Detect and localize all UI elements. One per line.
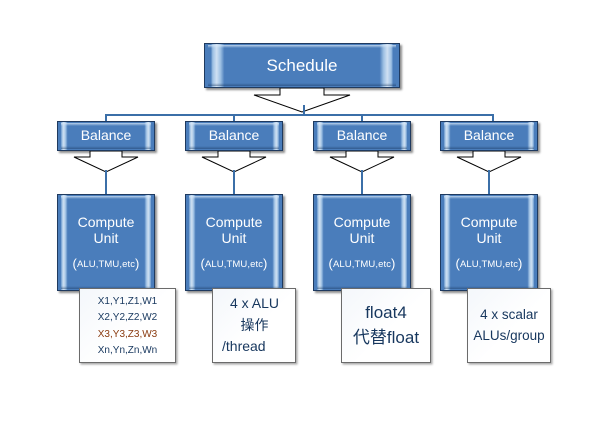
node-balance-0[interactable]: Balance bbox=[57, 121, 155, 151]
paren-close: ) bbox=[518, 256, 523, 272]
node-schedule[interactable]: Schedule bbox=[204, 43, 400, 88]
arrow-balance-down-2 bbox=[328, 151, 396, 173]
callout-note-3-line2: ALUs/group bbox=[473, 327, 545, 343]
node-compute-unit-1[interactable]: Compute Unit (ALU,TMU,etc) bbox=[185, 194, 283, 291]
connector-cu-stem-3 bbox=[488, 170, 490, 195]
node-compute-unit-3[interactable]: Compute Unit (ALU,TMU,etc) bbox=[440, 194, 538, 291]
node-compute-unit-3-sub-text: ALU,TMU,etc bbox=[459, 259, 519, 271]
node-compute-unit-3-line2: Unit bbox=[476, 229, 502, 246]
paren-open: ( bbox=[455, 256, 460, 272]
paren-open: ( bbox=[72, 256, 77, 272]
callout-note-0-line3: X3,Y3,Z3,W3 bbox=[97, 328, 158, 340]
callout-note-2-line2: 代替float bbox=[352, 327, 420, 347]
callout-note-0[interactable]: X1,Y1,Z1,W1 X2,Y2,Z2,W2 X3,Y3,Z3,W3 Xn,Y… bbox=[79, 288, 176, 363]
node-compute-unit-0-line1: Compute bbox=[77, 214, 135, 231]
node-balance-2[interactable]: Balance bbox=[313, 121, 411, 151]
callout-note-0-line4: Xn,Yn,Zn,Wn bbox=[97, 344, 158, 356]
callout-note-1-line1: 4 x ALU bbox=[229, 294, 280, 311]
node-compute-unit-1-sub: (ALU,TMU,etc) bbox=[201, 257, 268, 272]
node-compute-unit-1-line1: Compute bbox=[205, 214, 263, 231]
connector-cu-stem-2 bbox=[361, 170, 363, 195]
paren-close: ) bbox=[391, 256, 396, 272]
node-balance-3[interactable]: Balance bbox=[440, 121, 538, 151]
connector-balance-drop-3 bbox=[492, 114, 494, 122]
callout-note-0-line2: X2,Y2,Z2,W2 bbox=[97, 312, 158, 324]
callout-note-2-line1: float4 bbox=[365, 302, 407, 322]
callout-note-1[interactable]: 4 x ALU 操作 /thread bbox=[212, 288, 296, 363]
node-compute-unit-2[interactable]: Compute Unit (ALU,TMU,etc) bbox=[313, 194, 411, 291]
connector-balance-bus bbox=[105, 114, 494, 116]
callout-note-3-line1: 4 x scalar bbox=[480, 307, 538, 323]
arrow-balance-down-0 bbox=[72, 151, 140, 173]
arrow-balance-down-3 bbox=[455, 151, 523, 173]
connector-balance-drop-0 bbox=[105, 114, 107, 122]
node-compute-unit-0[interactable]: Compute Unit (ALU,TMU,etc) bbox=[57, 194, 155, 291]
node-compute-unit-3-sub: (ALU,TMU,etc) bbox=[456, 257, 523, 272]
paren-close: ) bbox=[263, 256, 268, 272]
arrow-schedule-down bbox=[252, 88, 352, 113]
connector-cu-stem-0 bbox=[105, 170, 107, 195]
node-compute-unit-1-sub-text: ALU,TMU,etc bbox=[204, 259, 264, 271]
node-balance-1-label: Balance bbox=[208, 127, 260, 144]
callout-note-1-line3: /thread bbox=[222, 338, 266, 355]
node-balance-1[interactable]: Balance bbox=[185, 121, 283, 151]
connector-balance-drop-2 bbox=[361, 114, 363, 122]
node-compute-unit-2-line1: Compute bbox=[333, 214, 391, 231]
arrow-balance-down-1 bbox=[200, 151, 268, 173]
node-compute-unit-1-line2: Unit bbox=[221, 229, 247, 246]
node-schedule-label: Schedule bbox=[266, 55, 338, 75]
node-compute-unit-2-line2: Unit bbox=[349, 229, 375, 246]
connector-cu-stem-1 bbox=[233, 170, 235, 195]
paren-open: ( bbox=[200, 256, 205, 272]
node-balance-0-label: Balance bbox=[80, 127, 132, 144]
node-balance-3-label: Balance bbox=[463, 127, 515, 144]
paren-open: ( bbox=[328, 256, 333, 272]
node-compute-unit-2-sub-text: ALU,TMU,etc bbox=[332, 259, 392, 271]
node-balance-2-label: Balance bbox=[336, 127, 388, 144]
connector-balance-drop-1 bbox=[233, 114, 235, 122]
node-compute-unit-2-sub: (ALU,TMU,etc) bbox=[329, 257, 396, 272]
connector-schedule-trunk bbox=[303, 105, 305, 116]
node-compute-unit-0-sub: (ALU,TMU,etc) bbox=[73, 257, 140, 272]
node-compute-unit-3-line1: Compute bbox=[460, 214, 518, 231]
callout-note-0-line1: X1,Y1,Z1,W1 bbox=[97, 296, 158, 308]
callout-note-1-line2: 操作 bbox=[240, 316, 269, 333]
callout-note-2[interactable]: float4 代替float bbox=[341, 288, 431, 363]
node-compute-unit-0-sub-text: ALU,TMU,etc bbox=[76, 259, 136, 271]
callout-note-3[interactable]: 4 x scalar ALUs/group bbox=[467, 288, 551, 363]
paren-close: ) bbox=[135, 256, 140, 272]
node-compute-unit-0-line2: Unit bbox=[93, 229, 119, 246]
